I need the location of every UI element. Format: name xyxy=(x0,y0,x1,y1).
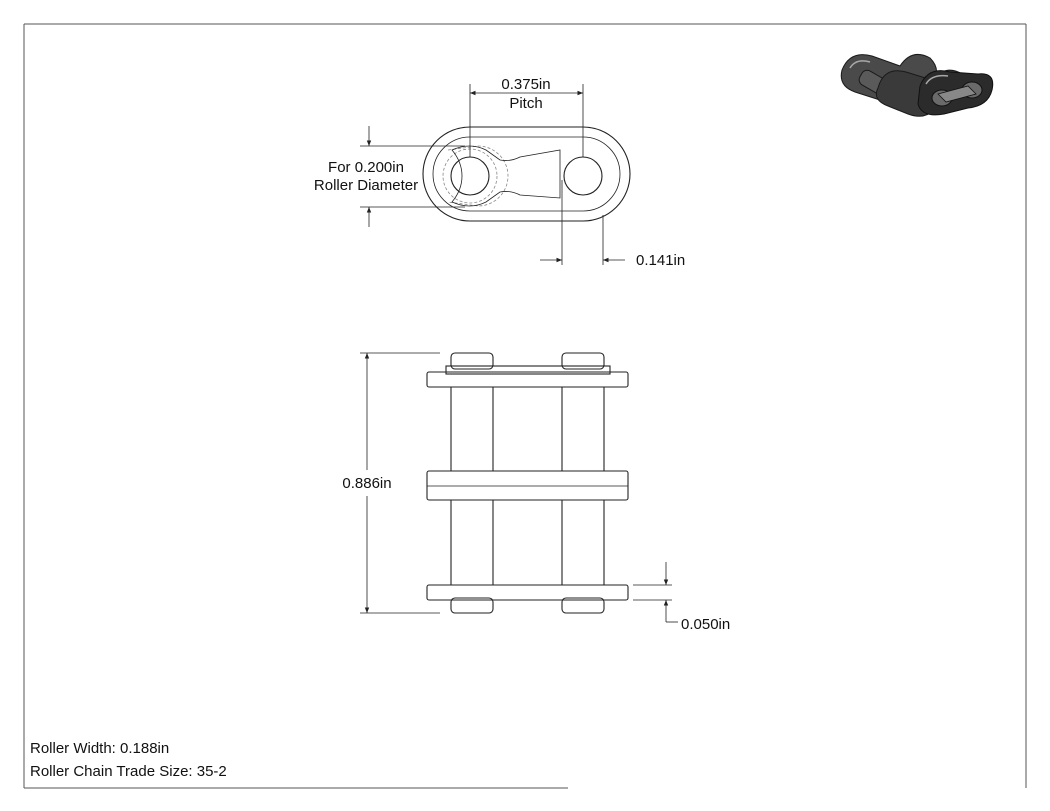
plate-thickness-value: 0.050in xyxy=(681,616,730,633)
link-top-view xyxy=(426,352,629,614)
plate-offset-dimension: 0.141in xyxy=(540,180,685,269)
pitch-label: Pitch xyxy=(509,95,542,112)
drawing-frame xyxy=(23,23,1027,789)
middle-plate xyxy=(426,470,629,501)
plate-offset-value: 0.141in xyxy=(636,252,685,269)
plate-thickness-dimension: 0.050in xyxy=(633,562,730,633)
roller-width-note: Roller Width: 0.188in xyxy=(30,740,169,757)
top-plate xyxy=(426,371,629,388)
pitch-value: 0.375in xyxy=(501,76,550,93)
roller-note-line2: Roller Diameter xyxy=(314,177,418,194)
bottom-plate xyxy=(426,584,629,601)
pitch-dimension: 0.375in Pitch xyxy=(469,76,584,157)
right-pin xyxy=(563,156,603,196)
left-pin xyxy=(450,156,490,196)
overall-width-dimension: 0.886in xyxy=(342,352,440,614)
roller-diameter-dimension: For 0.200in Roller Diameter xyxy=(314,126,465,227)
trade-size-note: Roller Chain Trade Size: 35-2 xyxy=(30,763,227,780)
overall-width-value: 0.886in xyxy=(342,475,391,492)
link-side-view xyxy=(422,126,631,222)
isometric-chain-link-image xyxy=(840,53,994,117)
roller-note-line1: For 0.200in xyxy=(328,159,404,176)
